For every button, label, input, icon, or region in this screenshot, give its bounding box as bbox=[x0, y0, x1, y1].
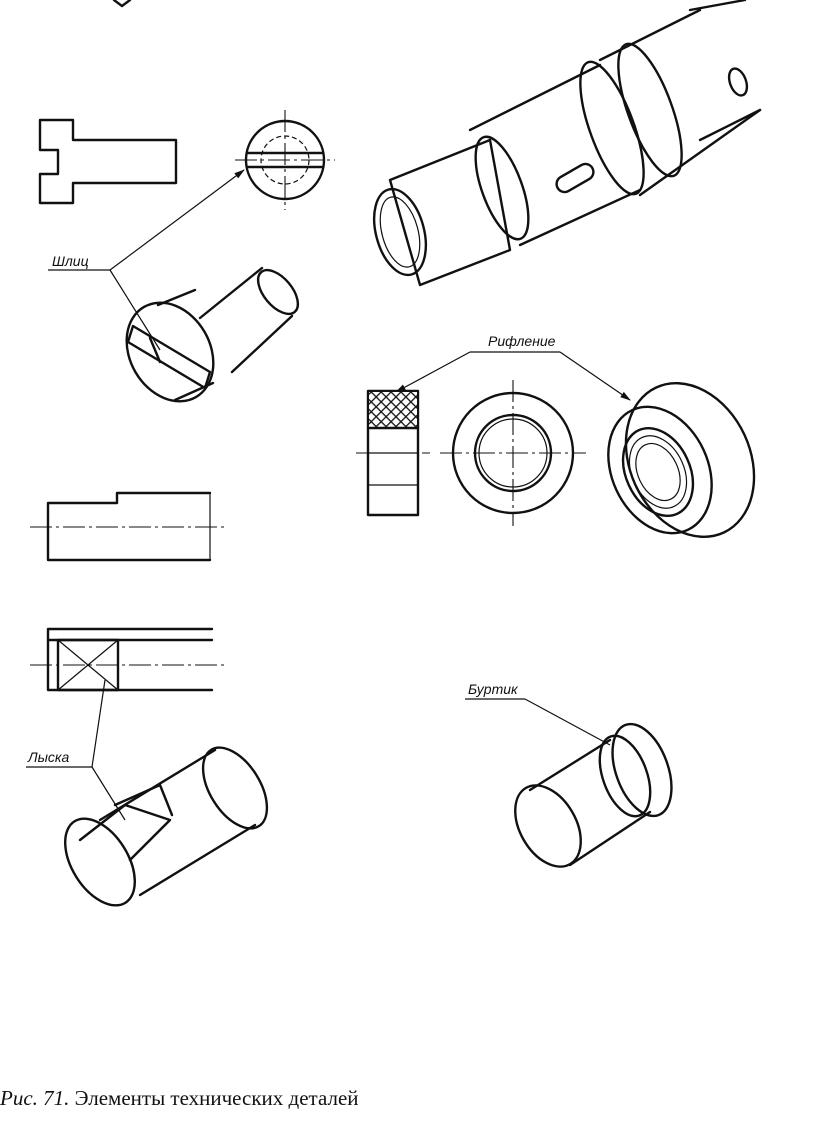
screw-isometric bbox=[125, 266, 300, 403]
figure-caption: Рис. 71. Элементы технических деталей bbox=[0, 1086, 816, 1111]
caption-text: Элементы технических деталей bbox=[69, 1086, 359, 1110]
slot-label: Шлиц bbox=[52, 253, 89, 269]
screw-top-view bbox=[235, 110, 335, 210]
threaded-shaft-isometric bbox=[372, 0, 762, 287]
flat-label: Лыска bbox=[27, 749, 70, 765]
screw-side-view bbox=[38, 118, 178, 205]
stepped-shaft bbox=[30, 491, 225, 562]
collar-label: Буртик bbox=[468, 681, 519, 697]
figure-number: Рис. 71. bbox=[0, 1086, 70, 1110]
knurled-nut-side-view bbox=[356, 389, 430, 517]
collar-label-group: Буртик bbox=[465, 681, 611, 746]
knurl-label-group: Рифление bbox=[395, 333, 631, 401]
knurl-label: Рифление bbox=[488, 333, 556, 349]
slot-label-group: Шлиц bbox=[48, 169, 245, 351]
knurled-nut-front-view bbox=[440, 380, 586, 526]
shaft-with-flat bbox=[30, 627, 225, 692]
collar-pin-isometric bbox=[514, 722, 673, 868]
shaft-flat-isometric bbox=[64, 746, 269, 907]
knurled-nut-isometric bbox=[607, 381, 756, 539]
top-fragment bbox=[112, 0, 132, 8]
flat-label-group: Лыска bbox=[26, 679, 126, 821]
